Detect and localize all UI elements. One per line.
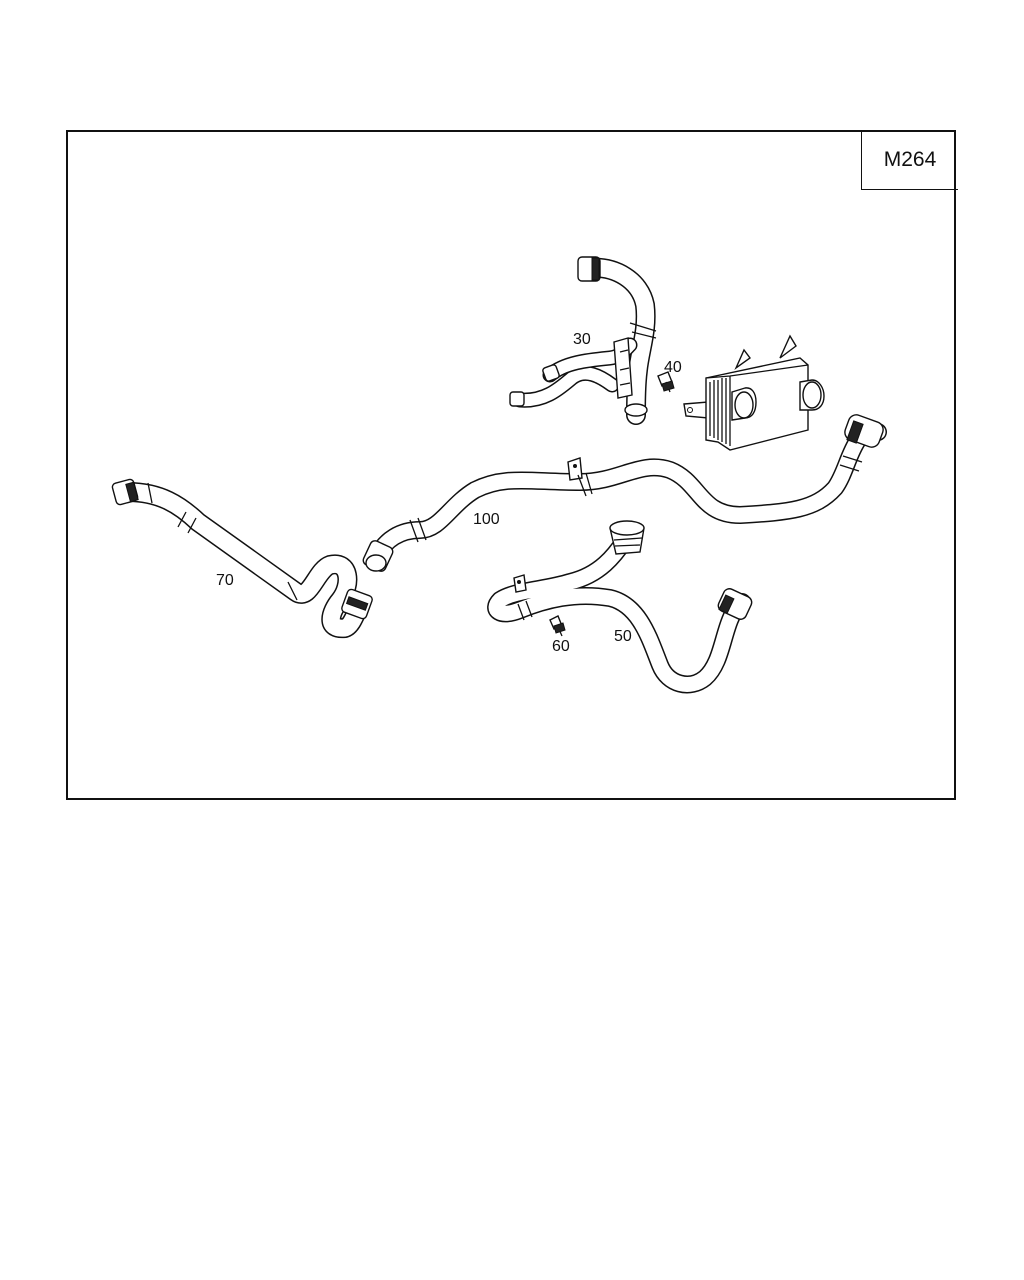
bolt-40[interactable] bbox=[657, 371, 675, 393]
bolt-60[interactable] bbox=[549, 615, 566, 637]
callout-50: 50 bbox=[614, 628, 632, 645]
callout-60: 60 bbox=[552, 638, 570, 655]
hose-70[interactable] bbox=[111, 478, 374, 639]
callout-100: 100 bbox=[473, 511, 500, 528]
hose-30[interactable] bbox=[509, 256, 657, 425]
callout-40: 40 bbox=[664, 359, 682, 376]
engine-code-box: M264 bbox=[861, 130, 958, 190]
hose-50[interactable] bbox=[487, 520, 754, 694]
callout-70: 70 bbox=[216, 572, 234, 589]
oil-cooler[interactable] bbox=[683, 334, 825, 451]
hose-100[interactable] bbox=[362, 413, 887, 573]
diagram-frame bbox=[66, 130, 956, 800]
engine-code-label: M264 bbox=[883, 147, 937, 171]
callout-30: 30 bbox=[573, 331, 591, 348]
